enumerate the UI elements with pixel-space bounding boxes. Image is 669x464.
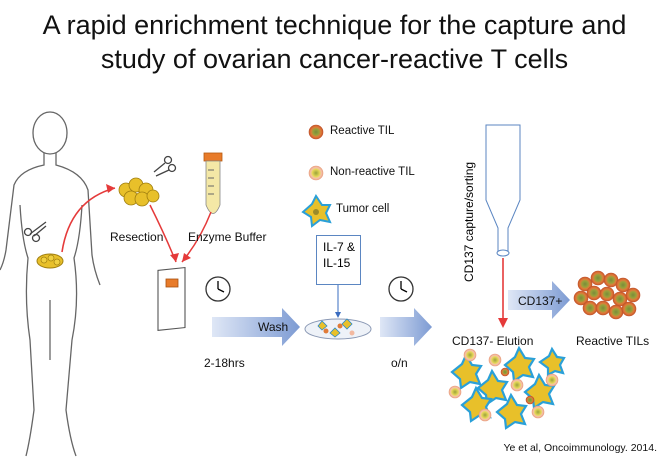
cd137-elution-label: CD137- Elution xyxy=(452,334,534,348)
overnight-arrow xyxy=(380,308,432,346)
legend-reactive-label: Reactive TIL xyxy=(330,125,395,137)
enzyme-tube-icon xyxy=(203,152,223,214)
citation: Ye et al, Oncoimmunology. 2014. xyxy=(503,442,657,454)
title-line-2: study of ovarian cancer-reactive T cells xyxy=(100,44,569,74)
clock-icon-2 xyxy=(388,276,414,302)
elution-cell-cluster xyxy=(448,345,566,430)
legend-tumor-icon xyxy=(301,194,332,228)
cytokine-box: IL-7 & IL-15 xyxy=(316,235,361,285)
resected-tumor-icon xyxy=(118,177,160,207)
human-silhouette xyxy=(0,111,101,457)
overnight-label: o/n xyxy=(391,356,408,370)
enzyme-buffer-label: Enzyme Buffer xyxy=(188,230,267,244)
title-line-1: A rapid enrichment technique for the cap… xyxy=(42,10,627,40)
cytokine-line-2: IL-15 xyxy=(323,256,351,270)
figure-title: A rapid enrichment technique for the cap… xyxy=(0,8,669,76)
resection-label: Resection xyxy=(110,230,164,244)
cd137-column-icon xyxy=(485,124,521,257)
cd137-positive-arrow xyxy=(508,281,570,319)
reactive-tils-label: Reactive TILs xyxy=(576,334,650,348)
legend-nonreactive-icon xyxy=(308,165,324,181)
legend-tumor-label: Tumor cell xyxy=(336,203,390,215)
reactive-til-cluster xyxy=(573,270,641,320)
cd137-positive-label: CD137+ xyxy=(518,294,563,308)
clock-icon xyxy=(205,276,231,302)
culture-flask-icon xyxy=(157,266,186,332)
cytokine-line-1: IL-7 & xyxy=(323,240,356,254)
petri-dish-icon xyxy=(304,318,372,340)
wash-arrow xyxy=(212,308,300,346)
ovarian-tumor-icon xyxy=(36,253,64,269)
scissors-icon xyxy=(23,221,47,243)
resection-arrow xyxy=(61,187,116,253)
cd137-capture-label: CD137 capture/sorting xyxy=(462,161,476,282)
legend-reactive-icon xyxy=(308,124,324,140)
wash-label: Wash xyxy=(258,320,289,334)
legend-nonreactive-label: Non-reactive TIL xyxy=(330,166,415,178)
scissors-icon-2 xyxy=(153,155,177,177)
duration-label: 2-18hrs xyxy=(204,356,245,370)
